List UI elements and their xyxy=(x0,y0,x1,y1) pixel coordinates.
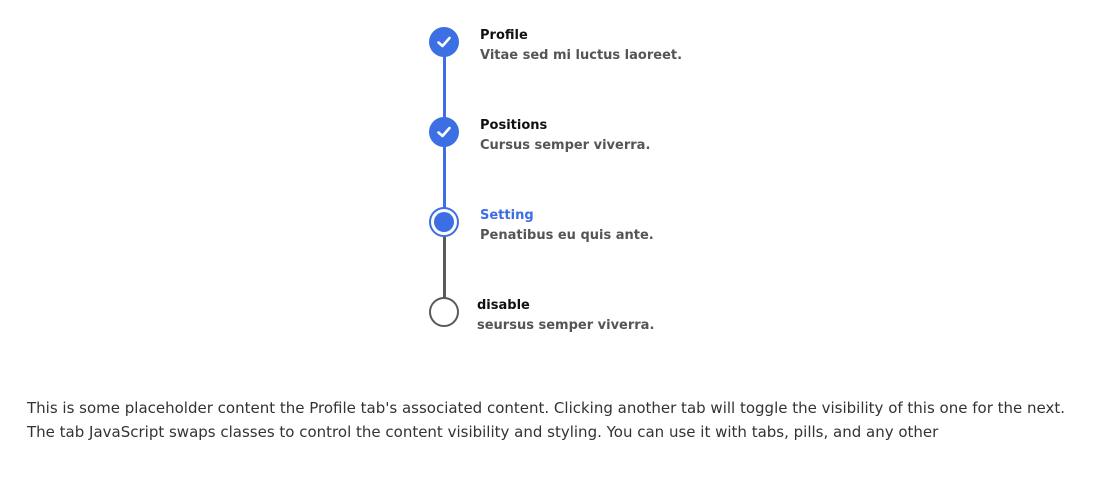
step-setting[interactable]: Setting Penatibus eu quis ante. xyxy=(429,207,829,247)
empty-circle-icon xyxy=(429,297,459,327)
step-title: Setting xyxy=(480,208,534,223)
check-icon xyxy=(429,117,459,147)
step-title: Profile xyxy=(480,28,528,43)
stepper-connector-pending xyxy=(443,235,446,311)
step-title: disable xyxy=(477,298,530,313)
step-description: seursus semper viverra. xyxy=(477,318,655,333)
step-positions[interactable]: Positions Cursus semper viverra. xyxy=(429,117,829,157)
content-paragraph: This is some placeholder content the Pro… xyxy=(27,399,1066,417)
content-paragraph: The tab JavaScript swaps classes to cont… xyxy=(27,422,939,441)
step-profile[interactable]: Profile Vitae sed mi luctus laoreet. xyxy=(429,27,829,67)
stepper-connector-complete xyxy=(443,55,446,131)
step-disable: disable seursus semper viverra. xyxy=(429,297,829,337)
tab-content: This is some placeholder content the Pro… xyxy=(27,397,1077,444)
step-title: Positions xyxy=(480,118,548,133)
current-step-icon xyxy=(429,207,459,237)
check-icon xyxy=(429,27,459,57)
stepper-connector-complete xyxy=(443,145,446,221)
vertical-stepper: Profile Vitae sed mi luctus laoreet. Pos… xyxy=(429,27,829,337)
step-description: Vitae sed mi luctus laoreet. xyxy=(480,48,683,63)
step-description: Cursus semper viverra. xyxy=(480,138,651,153)
step-description: Penatibus eu quis ante. xyxy=(480,228,654,243)
